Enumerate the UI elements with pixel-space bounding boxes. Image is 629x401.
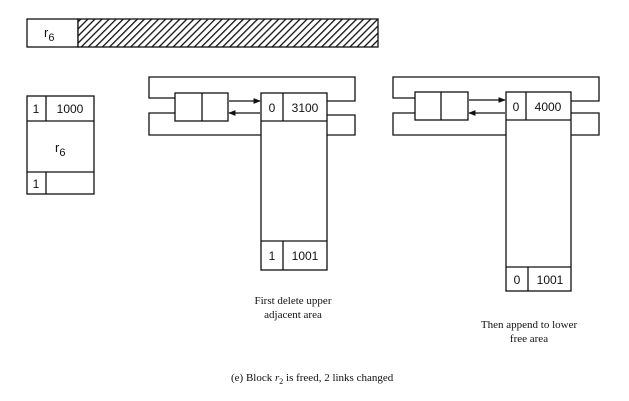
allocated-footer-tag: 1 <box>33 177 40 191</box>
allocated-block-subscript: 6 <box>59 147 65 159</box>
right-footer-tag: 0 <box>514 273 521 287</box>
right-free-block <box>505 91 572 292</box>
block-bar-subscript: 6 <box>48 32 54 44</box>
middle-inner-loop <box>148 112 356 136</box>
figure-caption-var: r <box>275 372 280 384</box>
block-bar-hatched-area <box>77 18 379 48</box>
figure-caption-prefix: (e) Block <box>231 372 275 384</box>
right-footer-size: 1001 <box>537 273 564 287</box>
allocated-block: 1 1000 r6 1 <box>26 95 95 195</box>
block-bar-label: r <box>44 25 49 40</box>
svg-text:r6: r6 <box>55 140 65 159</box>
figure-caption: (e) Block r2 is freed, 2 links changed <box>231 372 394 386</box>
figure-caption-sub: 2 <box>279 377 283 386</box>
middle-caption-line2: adjacent area <box>264 309 322 321</box>
allocated-header-tag: 1 <box>33 102 40 116</box>
figure-caption-suffix: is freed, 2 links changed <box>283 372 393 384</box>
middle-footer-tag: 1 <box>269 249 276 263</box>
middle-free-list: 0 3100 1 1001 First delete upper adjacen… <box>148 76 356 321</box>
svg-text:r6: r6 <box>44 25 54 44</box>
middle-header-size: 3100 <box>292 101 319 115</box>
middle-outer-loop <box>148 76 356 102</box>
right-header-tag: 0 <box>513 100 520 114</box>
right-free-list: 0 4000 0 1001 Then append to lower free … <box>392 76 600 345</box>
middle-caption-line1: First delete upper <box>255 295 332 307</box>
right-outer-loop <box>392 76 600 102</box>
right-caption-line2: free area <box>510 333 548 345</box>
middle-header-tag: 0 <box>269 101 276 115</box>
right-caption-line1: Then append to lower <box>481 319 578 331</box>
middle-footer-size: 1001 <box>292 249 319 263</box>
right-header-size: 4000 <box>535 100 562 114</box>
allocated-header-size: 1000 <box>57 102 84 116</box>
right-inner-loop <box>392 112 600 136</box>
allocated-block-label: r <box>55 140 60 155</box>
block-bar-label-cell <box>26 18 79 48</box>
middle-free-block <box>260 92 328 271</box>
allocated-block-outline <box>26 95 95 195</box>
block-bar: r6 <box>26 18 379 48</box>
